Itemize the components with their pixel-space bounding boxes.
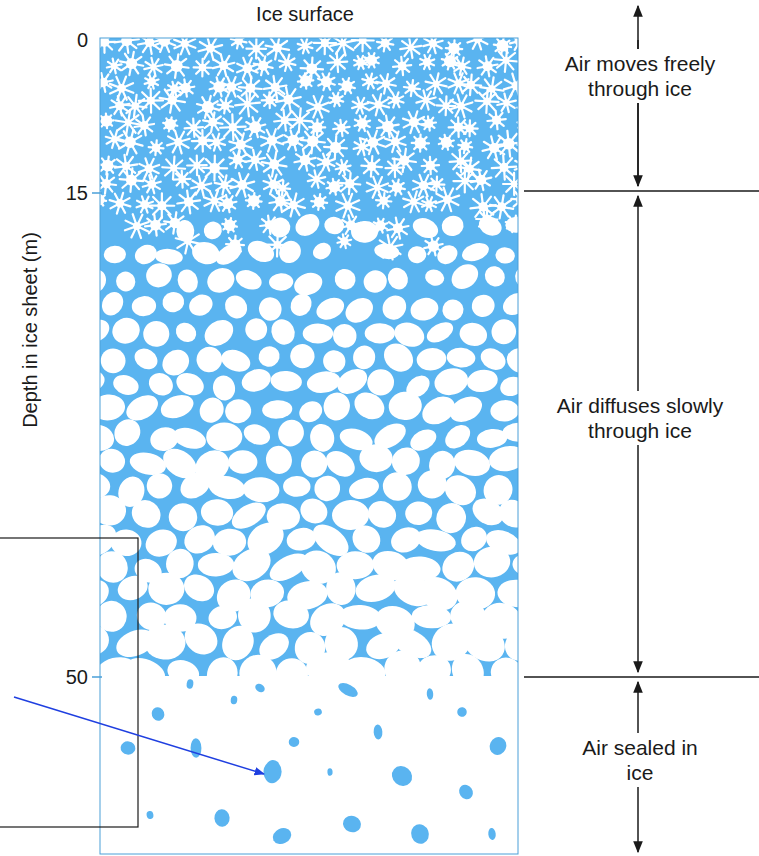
callout-leader	[14, 697, 264, 774]
depth-ticks	[92, 193, 102, 677]
air-bubbles	[120, 679, 509, 847]
solid-ice	[100, 676, 518, 854]
depth-value: 50	[66, 665, 88, 689]
depth-value: 0	[77, 28, 88, 52]
depth-value: 15	[66, 181, 88, 205]
snowflakes	[100, 38, 518, 259]
zone-label: Air moves freely through ice	[536, 49, 744, 103]
surface-label: Ice surface	[256, 2, 354, 26]
callout-box	[0, 538, 138, 827]
ice-grains	[100, 210, 518, 696]
ice-column	[100, 38, 518, 854]
axis-title: Depth in ice sheet (m)	[18, 232, 42, 428]
zone-label: Air diffuses slowly through ice	[531, 391, 749, 445]
zone-label: Air sealed in ice	[576, 733, 704, 787]
zone-dividers	[524, 191, 759, 677]
column-border	[100, 38, 518, 854]
